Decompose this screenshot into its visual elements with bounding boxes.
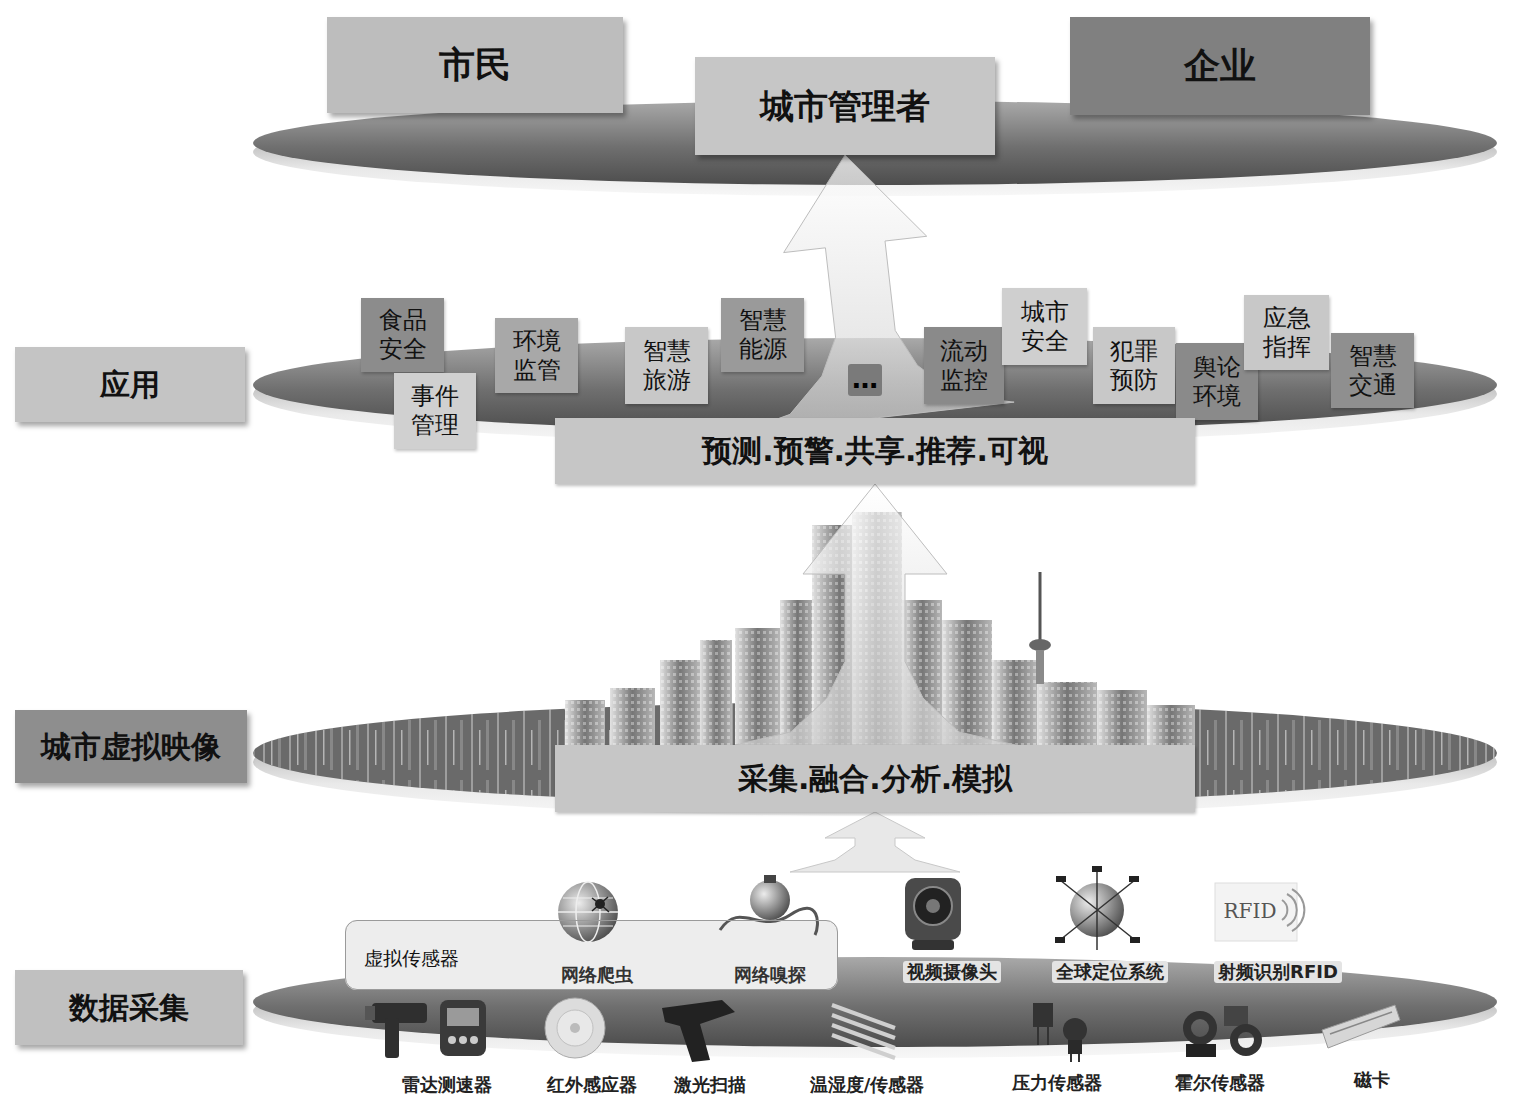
web-crawler-icon [558,882,618,942]
application-box: 犯罪 预防 [1093,327,1175,404]
box-label: 城市 安全 [1006,298,1083,356]
layer-title: 数据采集 [15,970,243,1045]
box-label: 市民 [439,43,511,86]
radar-gun-icon [365,1000,486,1058]
infrared-sensor-icon [545,998,605,1058]
laser-scanner-icon [662,1000,735,1062]
network-sniffer-icon [720,875,817,935]
sensor-label: 红外感应器 [547,1074,637,1096]
box-label: 城市管理者 [760,86,930,127]
box-label: 采集.融合.分析.模拟 [738,761,1012,797]
card-reader-icon [1322,1005,1400,1048]
box-label: 事件 管理 [398,382,472,440]
application-box: 城市 安全 [1002,288,1087,365]
sensor-label: 网络爬虫 [561,964,633,986]
upward-arrow [790,812,960,872]
sensor-label: 网络嗅探 [734,964,806,986]
box-label: 智慧 旅游 [629,337,704,395]
function-bar: 采集.融合.分析.模拟 [555,745,1195,812]
application-box: 智慧 交通 [1331,333,1414,408]
box-label: 智慧 交通 [1335,342,1410,400]
box-label: 城市虚拟映像 [41,729,221,765]
sensor-label: 温湿度/传感器 [810,1074,925,1096]
hall-sensor-icon [1186,1006,1258,1057]
temperature-probe-icon [832,1005,895,1058]
box-label: 应用 [100,367,160,403]
application-box: 食品 安全 [361,298,444,372]
box-label: 食品 安全 [365,306,440,364]
box-label: 预测.预警.共享.推荐.可视 [702,433,1048,469]
sensor-label: 压力传感器 [1012,1072,1102,1094]
function-bar: 预测.预警.共享.推荐.可视 [555,418,1195,484]
gps-globe-icon [1055,866,1140,950]
sensor-label: 全球定位系统 [1052,961,1168,983]
box-label: 数据采集 [69,990,189,1026]
sensor-label: 霍尔传感器 [1175,1072,1265,1094]
icon-text: RFID [1224,899,1277,923]
box-label: 企业 [1184,44,1256,87]
flow-arrow [735,484,1015,745]
sensor-label: 射频识别RFID [1214,961,1342,983]
sensor-label: 激光扫描 [674,1074,746,1096]
layer-title: 城市虚拟映像 [15,710,247,783]
pressure-sensor-icon [1033,1003,1087,1062]
application-box: 智慧 能源 [721,298,804,372]
application-box: 流动 监控 [924,327,1004,404]
box-label: 舆论 环境 [1180,353,1254,411]
box-label: 虚拟传感器 [364,947,459,970]
box-label: 智慧 能源 [725,306,800,364]
role-box: 城市管理者 [695,57,995,155]
role-box: 企业 [1070,17,1370,115]
application-box: 应急 指挥 [1244,295,1329,370]
sensor-label: 雷达测速器 [402,1074,492,1096]
box-label: 犯罪 预防 [1097,337,1171,395]
box-label: 流动 监控 [928,337,1000,395]
flow-arrow [736,155,1014,434]
role-box: 市民 [327,17,623,113]
application-box: 事件 管理 [394,373,476,449]
layer-title: 应用 [15,347,245,422]
video-camera-icon [905,878,961,950]
application-box: 环境 监管 [495,318,578,393]
ellipsis-mark: … [848,364,882,395]
box-label: 环境 监管 [499,327,574,385]
application-box: 智慧 旅游 [625,327,708,404]
sensor-label: 磁卡 [1354,1069,1390,1091]
sensor-label: 视频摄像头 [903,961,1001,983]
box-label: 应急 指挥 [1248,304,1325,362]
rfid-icon [1215,883,1304,941]
